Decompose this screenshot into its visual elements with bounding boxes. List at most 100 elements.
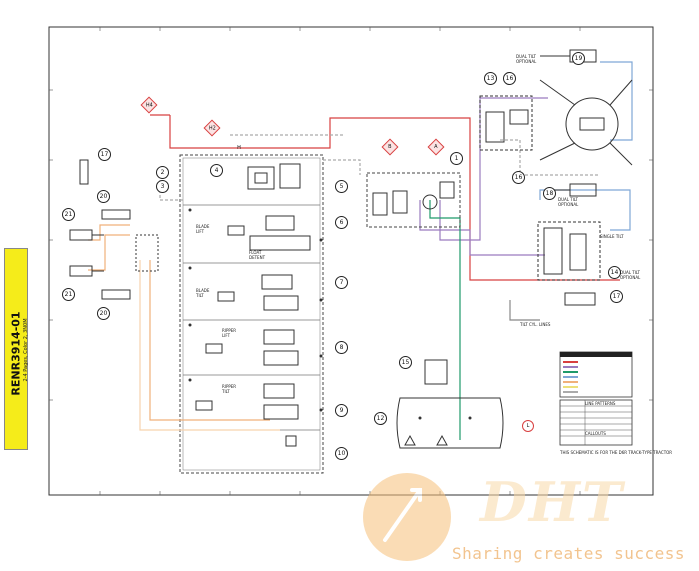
- section-dividers: [183, 204, 320, 431]
- pressure-line-red: [169, 115, 620, 281]
- watermark-slogan: Sharing creates success: [452, 544, 686, 563]
- zone-ticks: [49, 27, 653, 495]
- callout-c3: 3: [156, 180, 169, 193]
- callout-c8: 8: [335, 341, 348, 354]
- watermark-brand: DHT: [480, 470, 625, 534]
- blade-tilt-spool: [263, 295, 299, 311]
- manifold-block: [135, 234, 159, 272]
- callout-c10: 10: [335, 447, 348, 460]
- tilt-line-gray: [500, 139, 600, 176]
- label-dual-tilt-right: DUAL TILT OPTIONAL: [620, 270, 641, 280]
- valve-group-outline: [179, 154, 324, 474]
- valve-10-box: [285, 435, 297, 447]
- cylinder-17-left: [79, 159, 89, 185]
- callout-c15: 15: [399, 356, 412, 369]
- single-tilt-valve: [569, 233, 587, 271]
- callout-c20-1: 20: [97, 307, 110, 320]
- pump-control-block: [366, 172, 461, 228]
- label-float-detent: FLOAT DETENT: [249, 250, 266, 260]
- label-dual-tilt-top: DUAL TILT OPTIONAL: [516, 54, 537, 64]
- ripper-lift-spool: [263, 350, 299, 366]
- connection-dots: [188, 208, 472, 420]
- callout-c5: 5: [335, 180, 348, 193]
- ripper-tilt-spool: [263, 404, 299, 420]
- line-pattern-rows: [560, 400, 632, 445]
- single-tilt-block: [537, 221, 601, 281]
- valve-5-box: [279, 163, 301, 189]
- callout-c13: 13: [484, 72, 497, 85]
- pump-icon: [422, 194, 438, 210]
- pilot-drain-gray: [323, 159, 361, 175]
- callout-c12: 12: [374, 412, 387, 425]
- valve-4-box: [247, 166, 275, 190]
- tilt-cyl-lines: [509, 300, 540, 321]
- cylinder-20b: [101, 289, 131, 300]
- callout-c20: 20: [97, 190, 110, 203]
- left-cylinders: [69, 159, 159, 300]
- label-single-tilt: SINGLE TILT: [600, 234, 624, 239]
- ripper-lift-indicator: [205, 343, 223, 354]
- tank-screen-icon: [436, 434, 448, 446]
- callout-c17-4: 17: [610, 290, 623, 303]
- pump-valve-1: [372, 192, 388, 216]
- callout-c6: 6: [335, 216, 348, 229]
- callout-c14: 14: [608, 266, 621, 279]
- callout-c2: 2: [156, 166, 169, 179]
- blade-tilt-indicator: [217, 291, 235, 302]
- cylinder-17-right: [564, 292, 596, 306]
- case-drain-line-blue: [539, 189, 631, 231]
- callout-c7: 7: [335, 276, 348, 289]
- dual-tilt-solenoid: [509, 109, 529, 125]
- sheet-border: [48, 26, 654, 496]
- callout-c19: 19: [572, 52, 585, 65]
- label-dual-tilt-mid: DUAL TILT OPTIONAL: [558, 197, 579, 207]
- label-blade-lift: BLADE LIFT: [196, 224, 210, 234]
- document-subtitle: 2-4 Pages, Color 2, 3N0M: [23, 318, 29, 382]
- right-components: [479, 49, 633, 306]
- color-legend-header: [560, 352, 632, 357]
- ripper-tilt-indicator: [195, 400, 213, 411]
- tank-breather-icon: [404, 434, 416, 446]
- blade-lift-indicator: [227, 225, 245, 236]
- hydraulic-lines: [88, 61, 633, 440]
- cylinder-21a: [69, 229, 93, 241]
- control-valves: [195, 163, 311, 447]
- line-pattern-legend: [559, 399, 633, 446]
- pump-valve-2: [392, 190, 408, 214]
- ripper-tilt-pilot: [263, 383, 295, 399]
- color-legend-swatches: [563, 361, 578, 393]
- ripper-lift-pilot: [263, 329, 295, 345]
- label-legend-title: LINE PATTERNS: [585, 401, 616, 406]
- label-title-block: THIS SCHEMATIC IS FOR THE D6R TRACK-TYPE…: [560, 450, 673, 455]
- dual-tilt-valve-block: [479, 95, 533, 151]
- label-callouts-title: CALLOUTS: [585, 431, 606, 436]
- callout-c21: 21: [62, 208, 75, 221]
- watermark-logo: [363, 473, 451, 561]
- color-legend-box: [559, 351, 633, 398]
- cyl-line-orange-4: [139, 260, 280, 431]
- marker-l: L: [522, 420, 534, 432]
- return-line-green: [429, 200, 461, 440]
- blade-lift-pilot: [265, 215, 295, 231]
- hydraulic-tank: [396, 397, 504, 449]
- valve-4-inner: [254, 172, 268, 184]
- label-tilt-cyl-lines: TILT CYL. LINES: [520, 322, 551, 327]
- pump-filter-box: [439, 181, 455, 199]
- cyl-line-orange-2: [88, 234, 130, 271]
- callout-c16: 16: [503, 72, 516, 85]
- cyl-line-orange-3: [149, 260, 270, 421]
- tilt-motor-valve: [579, 117, 605, 131]
- cylinder-21b: [69, 265, 93, 277]
- single-tilt-spool: [543, 227, 563, 275]
- dual-tilt-spool: [485, 111, 505, 143]
- watermark-circle: [363, 473, 451, 561]
- callout-c1: 1: [450, 152, 463, 165]
- cyl-line-orange-1: [88, 224, 130, 241]
- callout-c17: 17: [98, 148, 111, 161]
- label-ripper-tilt: RIPPER TILT: [222, 384, 237, 394]
- document-id-tab: RENR3914-01 2-4 Pages, Color 2, 3N0M: [4, 248, 29, 450]
- label-blade-tilt: BLADE TILT: [196, 288, 210, 298]
- valve-group-inner: [182, 157, 321, 471]
- document-id: RENR3914-01: [9, 311, 23, 396]
